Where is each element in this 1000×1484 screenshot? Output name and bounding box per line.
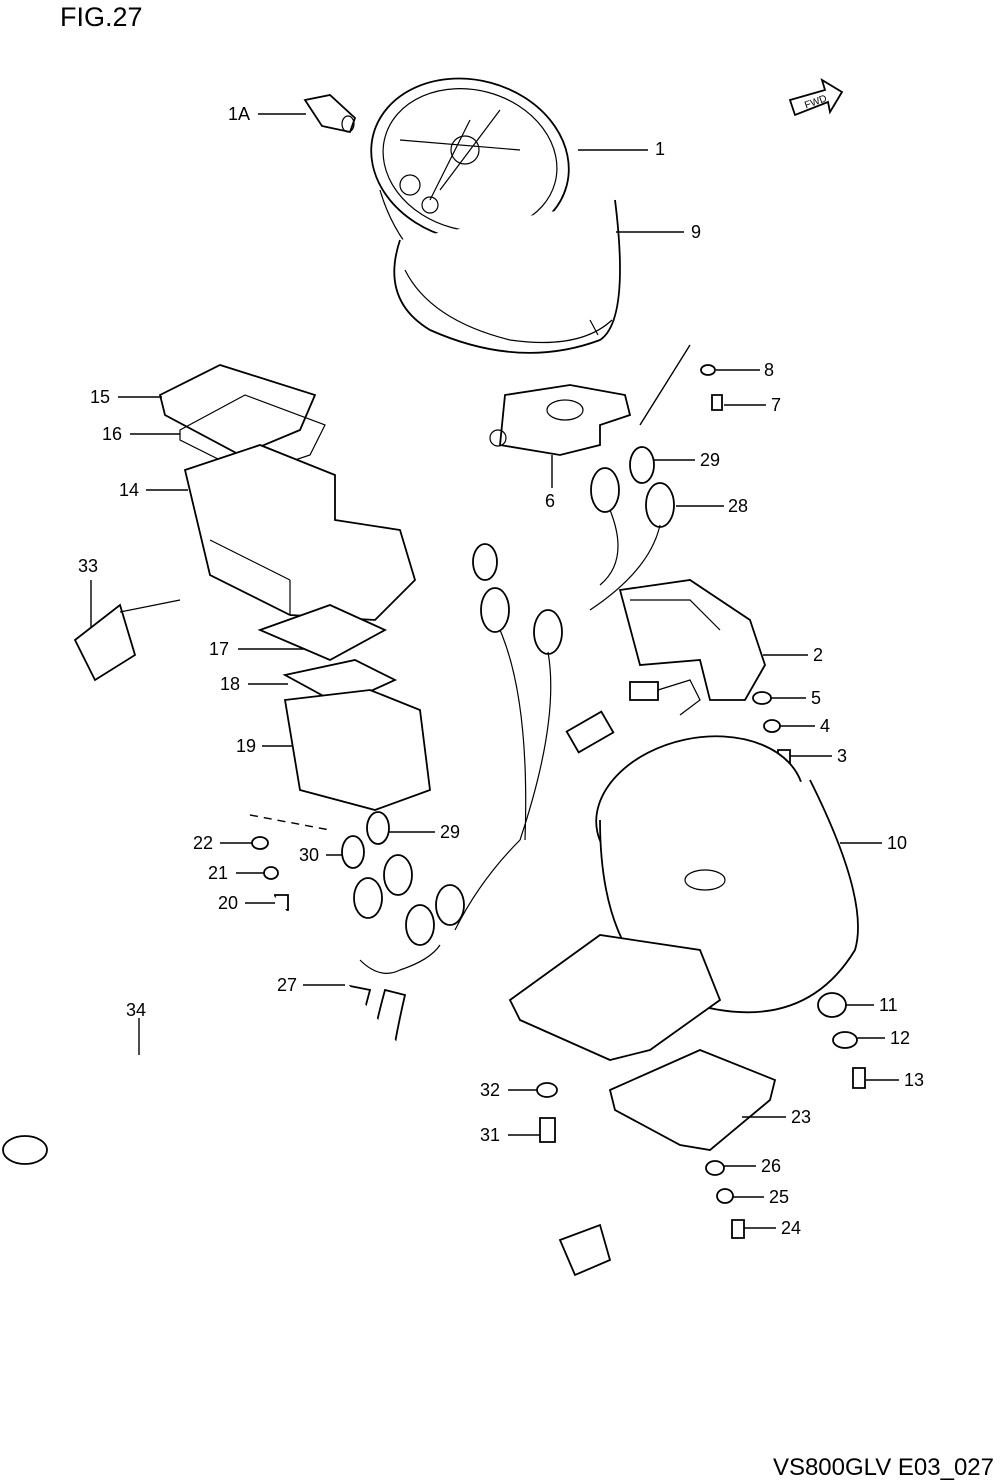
callout-29-upper: 29 (654, 450, 720, 470)
callout-label: 26 (761, 1156, 781, 1176)
callout-2: 2 (763, 645, 823, 665)
callout-20: 20 (218, 893, 275, 913)
callout-label: 1 (655, 139, 665, 159)
callout-6: 6 (545, 455, 555, 511)
callout-26: 26 (724, 1156, 781, 1176)
callout-30: 30 (299, 845, 343, 865)
speedometer-cover-drawing (393, 199, 621, 354)
callout-19: 19 (236, 736, 292, 756)
callout-label: 12 (890, 1028, 910, 1048)
callout-12: 12 (857, 1028, 910, 1048)
callout-10: 10 (840, 833, 907, 853)
lower-cover-drawing (608, 1049, 777, 1151)
callout-label: 14 (119, 480, 139, 500)
speedometer-cable-drawing (2, 599, 612, 1394)
callout-4: 4 (780, 716, 830, 736)
callout-label: 18 (220, 674, 240, 694)
callout-15: 15 (90, 387, 162, 407)
callout-label: 29 (700, 450, 720, 470)
guide-line-dashed (249, 814, 331, 831)
callout-7: 7 (724, 395, 781, 415)
callout-label: 1A (228, 104, 250, 124)
callout-label: 23 (791, 1107, 811, 1127)
callout-label: 13 (904, 1070, 924, 1090)
callout-22: 22 (193, 833, 252, 853)
bulb-socket-1a-drawing (303, 94, 357, 134)
callout-16: 16 (102, 424, 180, 444)
callout-11: 11 (846, 995, 898, 1015)
callout-label: 4 (820, 716, 830, 736)
callout-1a: 1A (228, 104, 306, 124)
callout-label: 9 (691, 222, 701, 242)
callout-label: 10 (887, 833, 907, 853)
callout-5: 5 (771, 688, 821, 708)
callout-25: 25 (733, 1187, 789, 1207)
fasteners-right-drawing (700, 364, 791, 769)
callout-label: 29 (440, 822, 460, 842)
callout-23: 23 (742, 1107, 811, 1127)
callout-17: 17 (209, 639, 305, 659)
indicator-box-drawing (158, 364, 417, 621)
callout-label: 3 (837, 746, 847, 766)
callout-label: 2 (813, 645, 823, 665)
callout-1: 1 (578, 139, 665, 159)
callout-31: 31 (480, 1125, 540, 1145)
callout-label: 7 (771, 395, 781, 415)
callout-29-lower: 29 (389, 822, 460, 842)
callout-32: 32 (480, 1080, 537, 1100)
fwd-arrow-icon: FWD (788, 78, 844, 117)
callout-label: 21 (208, 863, 228, 883)
callout-8: 8 (716, 360, 774, 380)
callout-label: 11 (879, 995, 898, 1015)
wire-connector-drawing (565, 710, 615, 754)
figure-title: FIG.27 (60, 2, 143, 32)
callout-label: 17 (209, 639, 229, 659)
indicator-case-drawing (283, 689, 431, 811)
callout-3: 3 (790, 746, 847, 766)
callout-label: 6 (545, 491, 555, 511)
callout-label: 30 (299, 845, 319, 865)
guide-line (639, 344, 691, 426)
callout-label: 22 (193, 833, 213, 853)
callout-label: 15 (90, 387, 110, 407)
callout-14: 14 (119, 480, 188, 500)
callout-label: 28 (728, 496, 748, 516)
callout-33: 33 (78, 556, 98, 628)
callout-28: 28 (676, 496, 748, 516)
bulbs-and-sockets-drawing (472, 446, 675, 841)
bracket-plate-drawing (508, 934, 722, 1061)
callout-label: 5 (811, 688, 821, 708)
callout-24: 24 (744, 1218, 801, 1238)
callout-label: 27 (277, 975, 297, 995)
callout-27: 27 (277, 975, 345, 995)
callout-label: 19 (236, 736, 256, 756)
indicator-housing-drawing (618, 579, 766, 716)
callout-label: 8 (764, 360, 774, 380)
reference-code: VS800GLV E03_027 (772, 1454, 994, 1481)
lower-bulbs-drawing (341, 811, 465, 946)
callout-label: 16 (102, 424, 122, 444)
callout-label: 33 (78, 556, 98, 576)
callout-9: 9 (616, 222, 701, 242)
callout-label: 32 (480, 1080, 500, 1100)
callout-label: 20 (218, 893, 238, 913)
bracket-6-drawing (489, 384, 632, 456)
lens-17-drawing (257, 604, 388, 661)
callout-label: 24 (781, 1218, 801, 1238)
speedometer-drawing (370, 77, 611, 314)
callout-label: 31 (480, 1125, 500, 1145)
callout-label: 25 (769, 1187, 789, 1207)
callout-34: 34 (126, 1000, 146, 1055)
callout-label: 34 (126, 1000, 146, 1020)
callout-18: 18 (220, 674, 288, 694)
fasteners-bottom-right-drawing (536, 992, 866, 1239)
callout-21: 21 (208, 863, 264, 883)
callout-13: 13 (866, 1070, 924, 1090)
